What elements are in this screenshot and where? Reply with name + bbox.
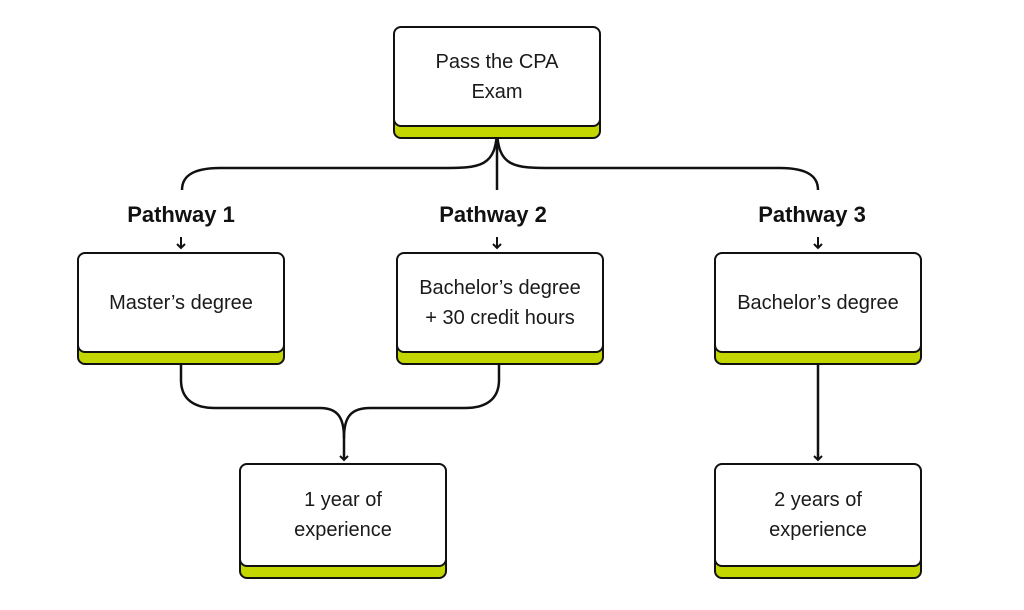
root-box-pass-cpa-exam: Pass the CPA Exam xyxy=(393,26,601,139)
outcome-box-2-years-experience: 2 years of experience xyxy=(714,463,922,579)
pathway-3-title: Pathway 3 xyxy=(758,202,866,227)
root-label: Pass the CPA Exam xyxy=(393,26,601,127)
pathway-1-title: Pathway 1 xyxy=(127,202,235,227)
merge-line-pathway-1 xyxy=(179,352,349,462)
branch-line-pathway-3 xyxy=(495,126,820,191)
requirement-label-pathway-1: Master’s degree xyxy=(77,252,285,353)
requirement-box-bachelors-degree: Bachelor’s degree xyxy=(714,252,922,365)
outcome-label-2-years: 2 years of experience xyxy=(714,463,922,567)
outcome-label-1-year: 1 year of experience xyxy=(239,463,447,567)
pathway-2-title: Pathway 2 xyxy=(439,202,547,227)
merge-line-pathway-2 xyxy=(342,352,501,439)
requirement-label-pathway-2: Bachelor’s degree + 30 credit hours xyxy=(396,252,604,353)
requirement-label-pathway-3: Bachelor’s degree xyxy=(714,252,922,353)
requirement-box-bachelors-plus-credits: Bachelor’s degree + 30 credit hours xyxy=(396,252,604,365)
requirement-box-masters-degree: Master’s degree xyxy=(77,252,285,365)
outcome-box-1-year-experience: 1 year of experience xyxy=(239,463,447,579)
branch-line-pathway-1 xyxy=(180,126,499,191)
